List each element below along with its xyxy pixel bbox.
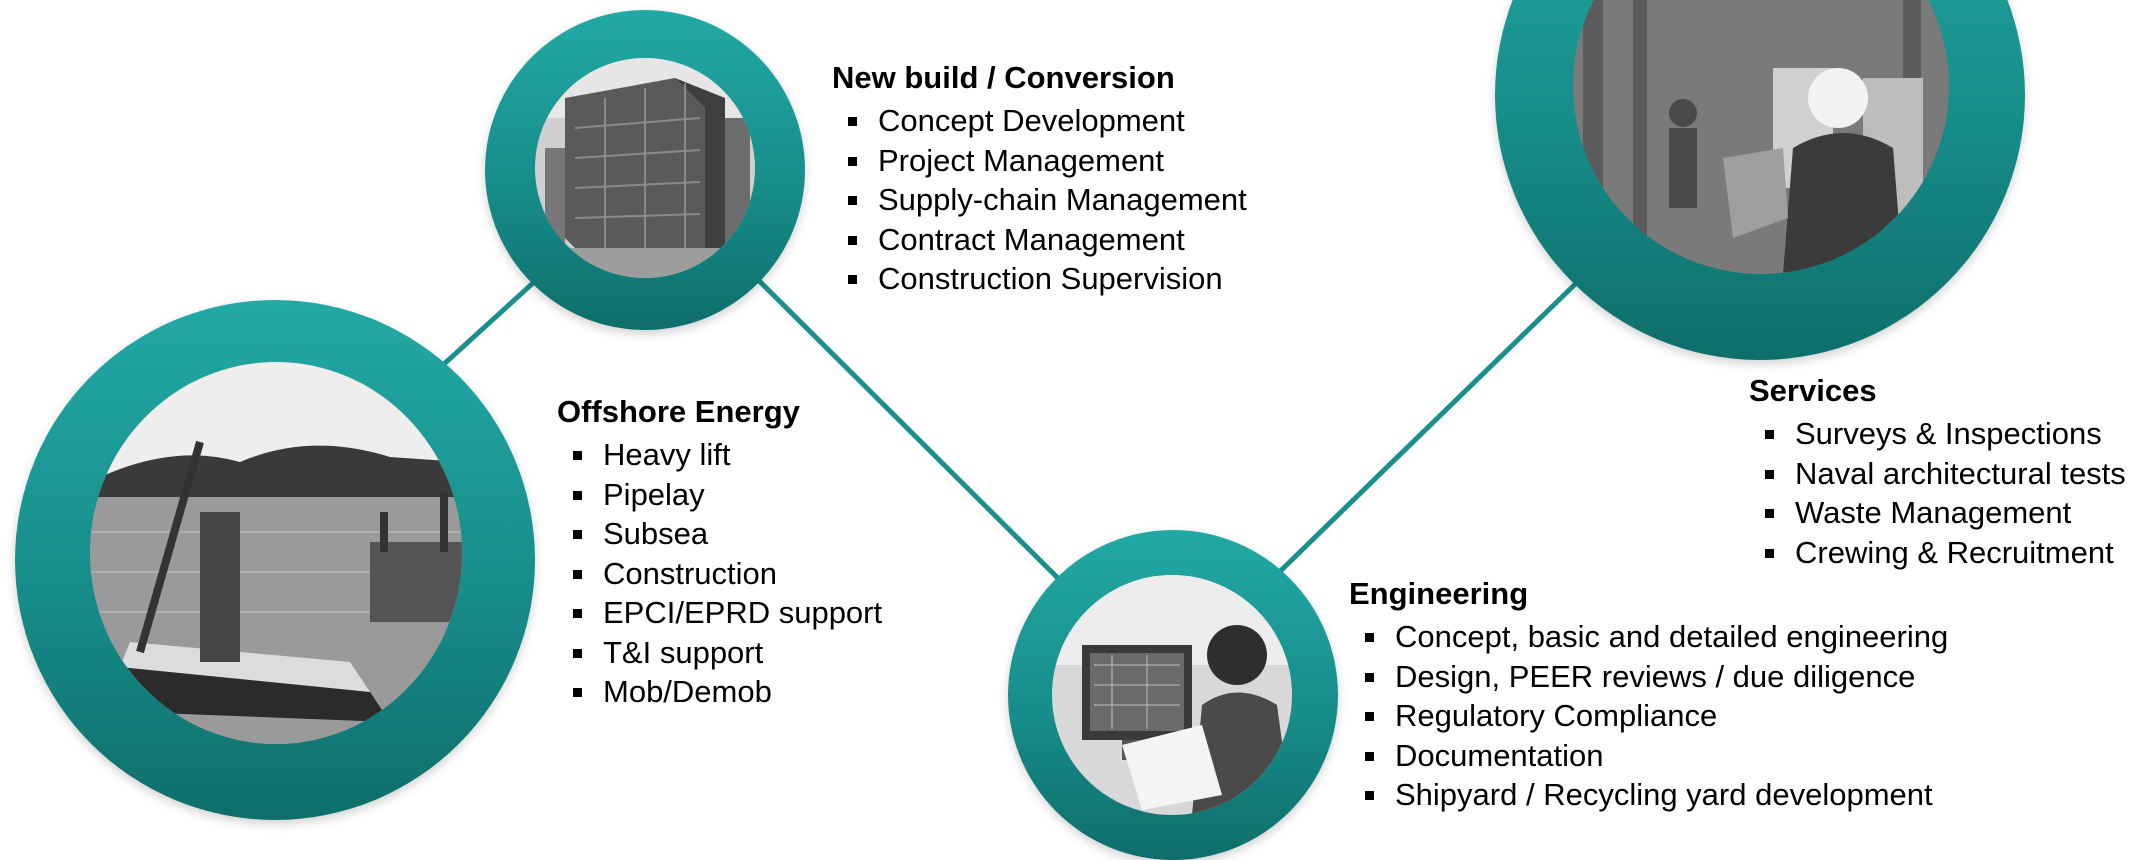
- list-item: Pipelay: [573, 475, 882, 515]
- list-item: Contract Management: [848, 220, 1247, 260]
- section-newbuild: New build / Conversion Concept Developme…: [832, 61, 1247, 299]
- bullet-list: Heavy lift Pipelay Subsea Construction E…: [557, 435, 882, 712]
- list-item: Supply-chain Management: [848, 180, 1247, 220]
- engineering-circle: [1008, 530, 1338, 860]
- list-item: Documentation: [1365, 736, 1948, 776]
- connector-newbuild-engineering: [698, 220, 1102, 622]
- section-engineering: Engineering Concept, basic and detailed …: [1349, 577, 1948, 815]
- bullet-list: Concept, basic and detailed engineering …: [1349, 617, 1948, 815]
- section-title: Offshore Energy: [557, 394, 800, 429]
- bullet-list: Concept Development Project Management S…: [832, 101, 1247, 299]
- list-item: Naval architectural tests: [1765, 454, 2126, 494]
- services-photo: [1573, 0, 1949, 274]
- connector-engineering-services: [1228, 258, 1602, 622]
- newbuild-circle: [485, 10, 805, 330]
- list-item: EPCI/EPRD support: [573, 593, 882, 633]
- list-item: Crewing & Recruitment: [1765, 533, 2126, 573]
- list-item: Concept, basic and detailed engineering: [1365, 617, 1948, 657]
- bullet-list: Surveys & Inspections Naval architectura…: [1749, 414, 2126, 572]
- list-item: Shipyard / Recycling yard development: [1365, 775, 1948, 815]
- list-item: Heavy lift: [573, 435, 882, 475]
- list-item: Construction Supervision: [848, 259, 1247, 299]
- section-title: Services: [1749, 373, 1877, 408]
- list-item: Waste Management: [1765, 493, 2126, 533]
- list-item: Concept Development: [848, 101, 1247, 141]
- section-title: New build / Conversion: [832, 60, 1175, 95]
- offshore-circle: [15, 300, 535, 820]
- offshore-photo: [90, 362, 462, 744]
- newbuild-photo: [535, 58, 755, 278]
- list-item: Surveys & Inspections: [1765, 414, 2126, 454]
- engineering-photo: [1052, 575, 1292, 815]
- section-title: Engineering: [1349, 576, 1529, 611]
- section-offshore: Offshore Energy Heavy lift Pipelay Subse…: [557, 395, 882, 712]
- list-item: Subsea: [573, 514, 882, 554]
- list-item: T&I support: [573, 633, 882, 673]
- list-item: Construction: [573, 554, 882, 594]
- list-item: Mob/Demob: [573, 672, 882, 712]
- section-services: Services Surveys & Inspections Naval arc…: [1749, 374, 2126, 572]
- list-item: Regulatory Compliance: [1365, 696, 1948, 736]
- list-item: Design, PEER reviews / due diligence: [1365, 657, 1948, 697]
- list-item: Project Management: [848, 141, 1247, 181]
